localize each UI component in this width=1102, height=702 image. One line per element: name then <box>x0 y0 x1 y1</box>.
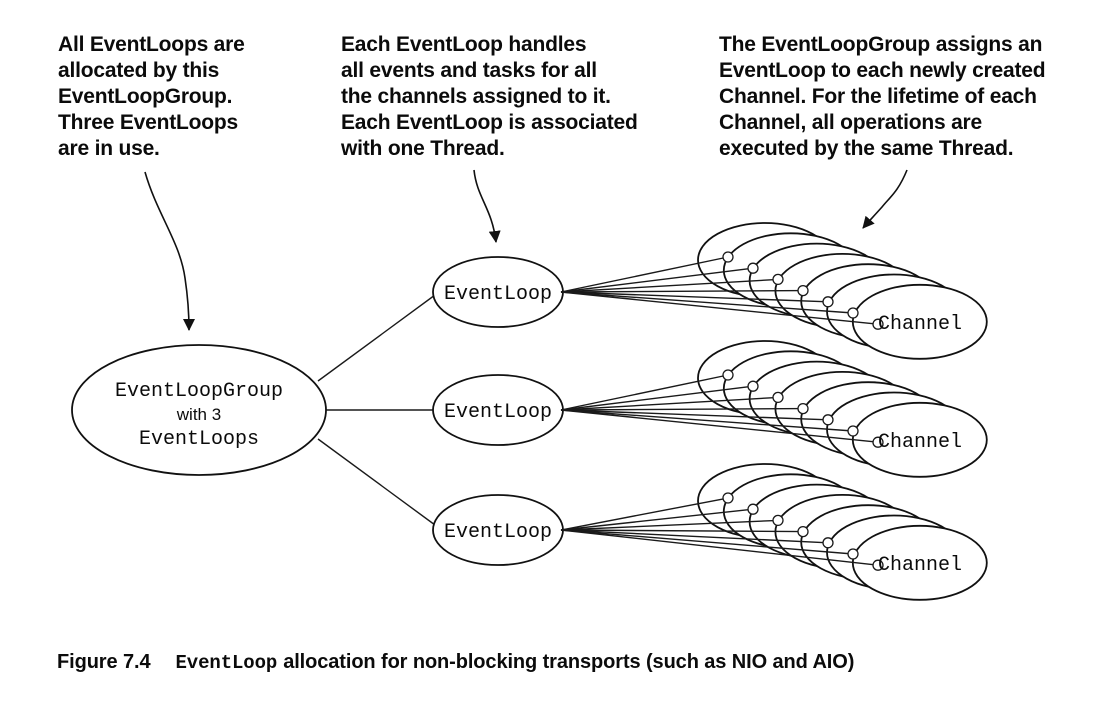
channel-stack-1: Channel <box>560 222 988 360</box>
channel-connection-dot <box>722 492 734 504</box>
channel-connection-dot <box>722 369 734 381</box>
connector-eventloop-to-channel <box>560 267 754 293</box>
channel-connection-dot <box>822 537 834 549</box>
channel-connection-dot <box>772 514 784 527</box>
connector-eventloop-to-channel <box>560 291 854 314</box>
annotation-eventloopgroup: All EventLoops are allocated by this Eve… <box>58 33 245 160</box>
connector-group-to-eventloop-3 <box>317 438 436 526</box>
eventloopgroup-label-line2: with 3 <box>176 405 221 424</box>
arrow-to-eventloop <box>473 169 501 243</box>
channel-connection-dot <box>772 273 784 286</box>
connector-eventloop-to-channel <box>560 291 829 303</box>
connector-eventloop-to-channel <box>560 291 879 325</box>
connector-eventloop-to-channel <box>560 529 879 566</box>
channel-connection-dot <box>747 262 759 274</box>
eventloop-label: EventLoop <box>444 283 552 306</box>
channel-connection-dot <box>722 251 734 263</box>
connector-eventloop-to-channel <box>560 289 804 293</box>
connector-eventloop-to-channel <box>560 508 754 531</box>
annotation-eventloop: Each EventLoop handles all events and ta… <box>341 33 638 160</box>
channel-stack-3: Channel <box>560 463 988 601</box>
connector-eventloop-to-channel <box>560 409 879 443</box>
channel-connection-dot <box>747 503 759 515</box>
channel-stack-2: Channel <box>560 340 988 478</box>
connector-eventloop-to-channel <box>560 385 754 411</box>
eventloop-node-3: EventLoop <box>432 494 564 566</box>
channel-connection-dot <box>872 436 884 448</box>
connector-eventloop-to-channel <box>560 407 804 411</box>
connector-eventloop-to-channel <box>560 529 829 544</box>
connector-eventloop-to-channel <box>560 409 829 421</box>
eventloop-node-2: EventLoop <box>432 374 564 446</box>
channel-connection-dot <box>847 425 859 437</box>
eventloop-node-1: EventLoop <box>432 256 564 328</box>
figure-number: Figure 7.4 <box>57 651 151 673</box>
channel-connection-dot <box>822 296 834 308</box>
arrow-to-channel-stack <box>862 169 908 229</box>
connector-eventloop-to-channel <box>560 278 779 293</box>
channel-connection-dot <box>822 414 834 426</box>
connector-eventloop-to-channel <box>560 409 854 432</box>
eventloopgroup-label-line3: EventLoops <box>139 428 259 451</box>
channel-connection-dot <box>847 548 859 560</box>
connector-eventloop-to-channel <box>560 529 854 555</box>
connector-eventloop-to-channel <box>560 374 729 411</box>
channel-connection-dot <box>797 402 809 415</box>
connector-group-to-eventloop-1 <box>317 294 436 382</box>
channel-label: Channel <box>878 554 962 577</box>
connector-eventloop-to-channel <box>560 396 779 411</box>
eventloop-label: EventLoop <box>444 521 552 544</box>
connector-eventloop-to-channel <box>560 519 779 531</box>
connector-eventloop-to-channel <box>560 256 729 293</box>
eventloopgroup-label-line1: EventLoopGroup <box>115 380 283 403</box>
channel-connection-dot <box>847 307 859 319</box>
caption-code: EventLoop <box>175 652 278 674</box>
connector-eventloop-to-channel <box>560 529 804 533</box>
arrow-to-eventloopgroup <box>144 171 195 331</box>
eventloopgroup-ellipse <box>71 344 327 476</box>
channel-connection-dot <box>797 284 809 297</box>
eventloop-label: EventLoop <box>444 401 552 424</box>
channel-connection-dot <box>872 318 884 330</box>
annotation-channel: The EventLoopGroup assigns an EventLoop … <box>719 33 1046 160</box>
channel-connection-dot <box>872 559 884 571</box>
channel-connection-dot <box>747 380 759 392</box>
caption-text: allocation for non-blocking transports (… <box>283 651 855 673</box>
channel-label: Channel <box>878 431 962 454</box>
connector-eventloop-to-channel <box>560 497 729 531</box>
channel-connection-dot <box>772 391 784 404</box>
channel-connection-dot <box>797 525 809 538</box>
eventloopgroup-node: EventLoopGroup with 3 EventLoops <box>71 344 327 476</box>
channel-label: Channel <box>878 313 962 336</box>
